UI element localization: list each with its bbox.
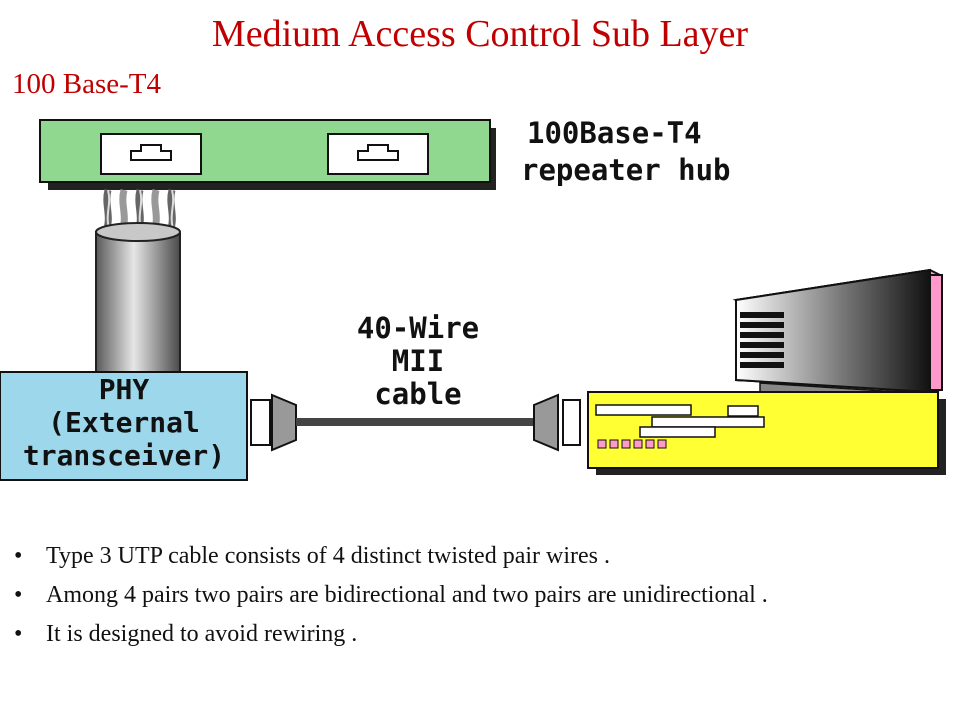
- phy-label-line1: PHY: [99, 373, 150, 406]
- bullet-list: Type 3 UTP cable consists of 4 distinct …: [14, 540, 944, 657]
- repeater-hub: [39, 119, 496, 190]
- phy-label-line2: (External: [48, 406, 200, 439]
- mii-cable: [250, 393, 581, 452]
- computer-icon: [587, 268, 946, 475]
- slide-title: Medium Access Control Sub Layer: [211, 13, 749, 55]
- hub-label-line2: repeater hub: [521, 153, 731, 187]
- rj45-port-icon: [100, 133, 202, 175]
- pc-case: [587, 391, 946, 475]
- cable-label-line3: cable: [374, 377, 461, 411]
- utp-cable: [95, 222, 181, 373]
- phy-external-transceiver: [0, 371, 248, 481]
- phy-label-line3: transceiver): [23, 439, 225, 472]
- bullet-item: Type 3 UTP cable consists of 4 distinct …: [14, 540, 944, 572]
- hub-label-line1: 100Base-T4: [527, 116, 702, 150]
- cable-label-line1: 40-Wire: [357, 311, 479, 345]
- bullet-item: It is designed to avoid rewiring .: [14, 618, 944, 650]
- slide-subtitle: 100 Base-T4: [12, 68, 161, 100]
- monitor: [732, 268, 943, 403]
- rj45-port-icon: [327, 133, 429, 175]
- cable-label-line2: MII: [392, 344, 444, 378]
- bullet-item: Among 4 pairs two pairs are bidirectiona…: [14, 579, 944, 611]
